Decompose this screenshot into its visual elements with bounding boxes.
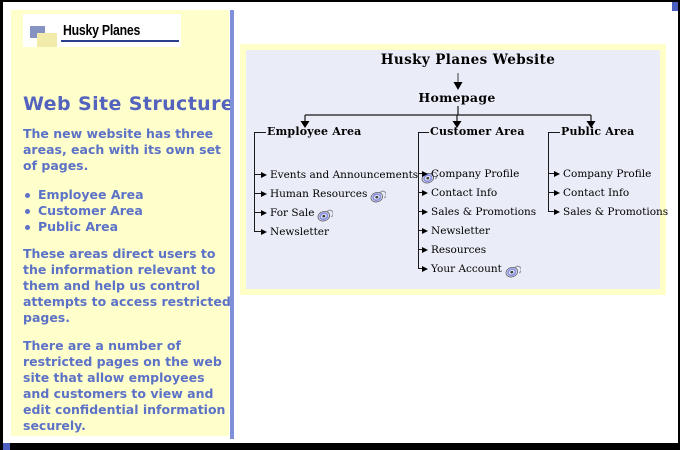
intro-paragraph: The new website has three areas, each wi… (23, 126, 222, 173)
sidebar-separator (230, 10, 234, 439)
diagram-panel (240, 44, 666, 295)
bottom-border-bar (3, 443, 678, 450)
access-paragraph: These areas direct users to the informat… (23, 246, 231, 325)
sidebar: Husky Planes Web Site Structure The new … (11, 10, 234, 436)
bullet-item: Customer Area (23, 203, 235, 219)
bullet-item: Public Area (23, 219, 235, 235)
bullet-dot-icon (25, 193, 30, 198)
bullet-label: Public Area (38, 219, 119, 234)
bullet-dot-icon (25, 225, 30, 230)
logo-underline (61, 40, 179, 42)
logo-icon-accent (37, 33, 57, 47)
bullet-dot-icon (25, 209, 30, 214)
bullet-label: Customer Area (38, 203, 143, 218)
corner-accent-bottom-left (3, 443, 10, 450)
logo: Husky Planes (23, 14, 181, 47)
corner-accent-top-right (672, 2, 678, 11)
bullet-item: Employee Area (23, 187, 235, 203)
restricted-paragraph: There are a number of restricted pages o… (23, 338, 226, 433)
bullet-label: Employee Area (38, 187, 144, 202)
page-title: Web Site Structure (23, 93, 235, 115)
logo-text: Husky Planes (63, 22, 141, 39)
